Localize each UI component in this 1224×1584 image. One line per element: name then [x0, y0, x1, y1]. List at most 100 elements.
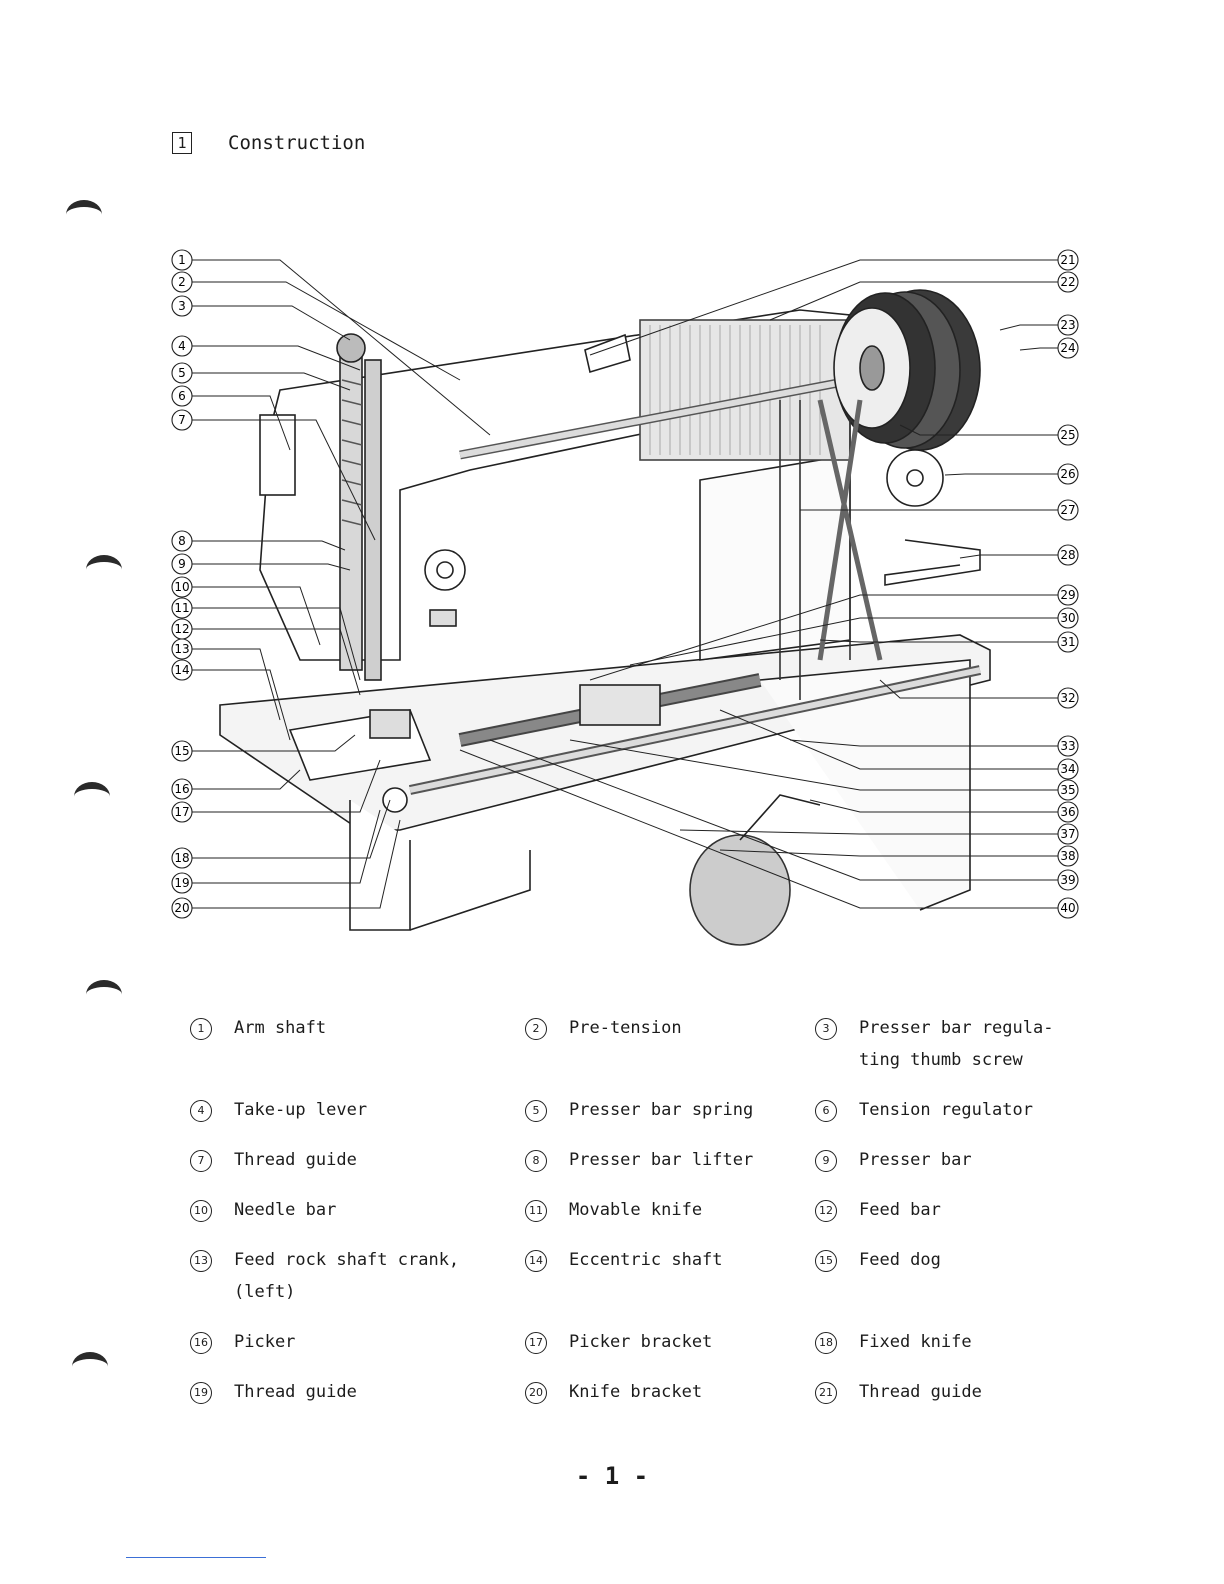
legend-item-number: 6	[815, 1100, 837, 1122]
legend-item-label: Take-up lever	[234, 1100, 368, 1120]
svg-text:33: 33	[1060, 739, 1075, 753]
callout-33: 33	[1057, 735, 1079, 757]
leader-line-38	[719, 849, 1058, 857]
leader-line-19	[192, 809, 381, 884]
svg-text:12: 12	[174, 622, 189, 636]
leader-line-2	[192, 281, 461, 381]
legend-item-label: Tension regulator	[859, 1100, 1033, 1120]
binder-mark	[66, 200, 102, 229]
legend-item-number: 11	[525, 1200, 547, 1222]
svg-text:19: 19	[174, 876, 189, 890]
svg-text:8: 8	[178, 534, 186, 548]
callout-29: 29	[1057, 584, 1079, 606]
legend-item-label: Thread guide	[859, 1382, 982, 1402]
callout-22: 22	[1057, 271, 1079, 293]
leader-line-20	[192, 819, 401, 909]
leader-line-39	[489, 739, 1058, 881]
leader-line-34	[719, 709, 1058, 770]
legend-item-label: Feed rock shaft crank, (left)	[234, 1250, 460, 1302]
legend-item-number: 14	[525, 1250, 547, 1272]
legend-item: 6 Tension regulator	[815, 1094, 1090, 1126]
leader-line-32	[879, 679, 1058, 699]
callout-5: 5	[171, 362, 193, 384]
legend-item-number: 21	[815, 1382, 837, 1404]
callout-24: 24	[1057, 337, 1079, 359]
svg-text:34: 34	[1060, 762, 1075, 776]
svg-text:29: 29	[1060, 588, 1075, 602]
callout-7: 7	[171, 409, 193, 431]
callout-2: 2	[171, 271, 193, 293]
machine-diagram-svg: 1234567891011121314151617181920212223242…	[171, 249, 1079, 946]
svg-text:1: 1	[178, 253, 186, 267]
legend-item-label: Eccentric shaft	[569, 1250, 723, 1270]
leader-line-10	[192, 586, 321, 646]
callout-19: 19	[171, 872, 193, 894]
callout-40: 40	[1057, 897, 1079, 919]
svg-text:25: 25	[1060, 428, 1075, 442]
svg-text:18: 18	[174, 851, 189, 865]
callout-13: 13	[171, 638, 193, 660]
callout-23: 23	[1057, 314, 1079, 336]
legend-item-number: 3	[815, 1018, 837, 1040]
legend-item-number: 7	[190, 1150, 212, 1172]
svg-text:14: 14	[174, 663, 189, 677]
legend-item-number: 16	[190, 1332, 212, 1354]
leader-line-33	[789, 739, 1058, 747]
legend-item: 17 Picker bracket	[525, 1326, 815, 1358]
callout-39: 39	[1057, 869, 1079, 891]
callout-17: 17	[171, 801, 193, 823]
leader-line-25	[899, 424, 1058, 436]
legend-item-number: 18	[815, 1332, 837, 1354]
leader-line-6	[192, 395, 291, 451]
legend-item-number: 12	[815, 1200, 837, 1222]
callout-27: 27	[1057, 499, 1079, 521]
leader-line-11	[192, 607, 361, 681]
leader-line-15	[192, 734, 356, 752]
svg-text:26: 26	[1060, 467, 1075, 481]
legend-item-number: 19	[190, 1382, 212, 1404]
svg-text:6: 6	[178, 389, 186, 403]
callout-28: 28	[1057, 544, 1079, 566]
svg-text:20: 20	[174, 901, 189, 915]
legend-item-label: Picker bracket	[569, 1332, 713, 1352]
svg-text:7: 7	[178, 413, 186, 427]
leader-line-40	[459, 749, 1058, 909]
callout-34: 34	[1057, 758, 1079, 780]
legend-item-number: 8	[525, 1150, 547, 1172]
svg-text:27: 27	[1060, 503, 1075, 517]
callout-36: 36	[1057, 801, 1079, 823]
leader-line-8	[192, 540, 346, 551]
svg-text:28: 28	[1060, 548, 1075, 562]
section-heading: 1 Construction	[172, 132, 365, 154]
svg-text:3: 3	[178, 299, 186, 313]
binder-mark	[74, 782, 110, 811]
callout-21: 21	[1057, 249, 1079, 271]
legend-item-label: Thread guide	[234, 1382, 357, 1402]
legend-item-number: 9	[815, 1150, 837, 1172]
machine-illustration	[219, 289, 991, 946]
leader-line-30	[629, 617, 1058, 666]
callout-6: 6	[171, 385, 193, 407]
svg-text:16: 16	[174, 782, 189, 796]
svg-text:5: 5	[178, 366, 186, 380]
binder-mark	[72, 1352, 108, 1381]
callout-25: 25	[1057, 424, 1079, 446]
callout-8: 8	[171, 530, 193, 552]
leader-line-22	[769, 281, 1058, 321]
legend-item-number: 17	[525, 1332, 547, 1354]
leader-line-17	[192, 759, 381, 813]
svg-text:10: 10	[174, 580, 189, 594]
leader-line-12	[192, 628, 361, 696]
leader-line-35	[569, 739, 1058, 791]
